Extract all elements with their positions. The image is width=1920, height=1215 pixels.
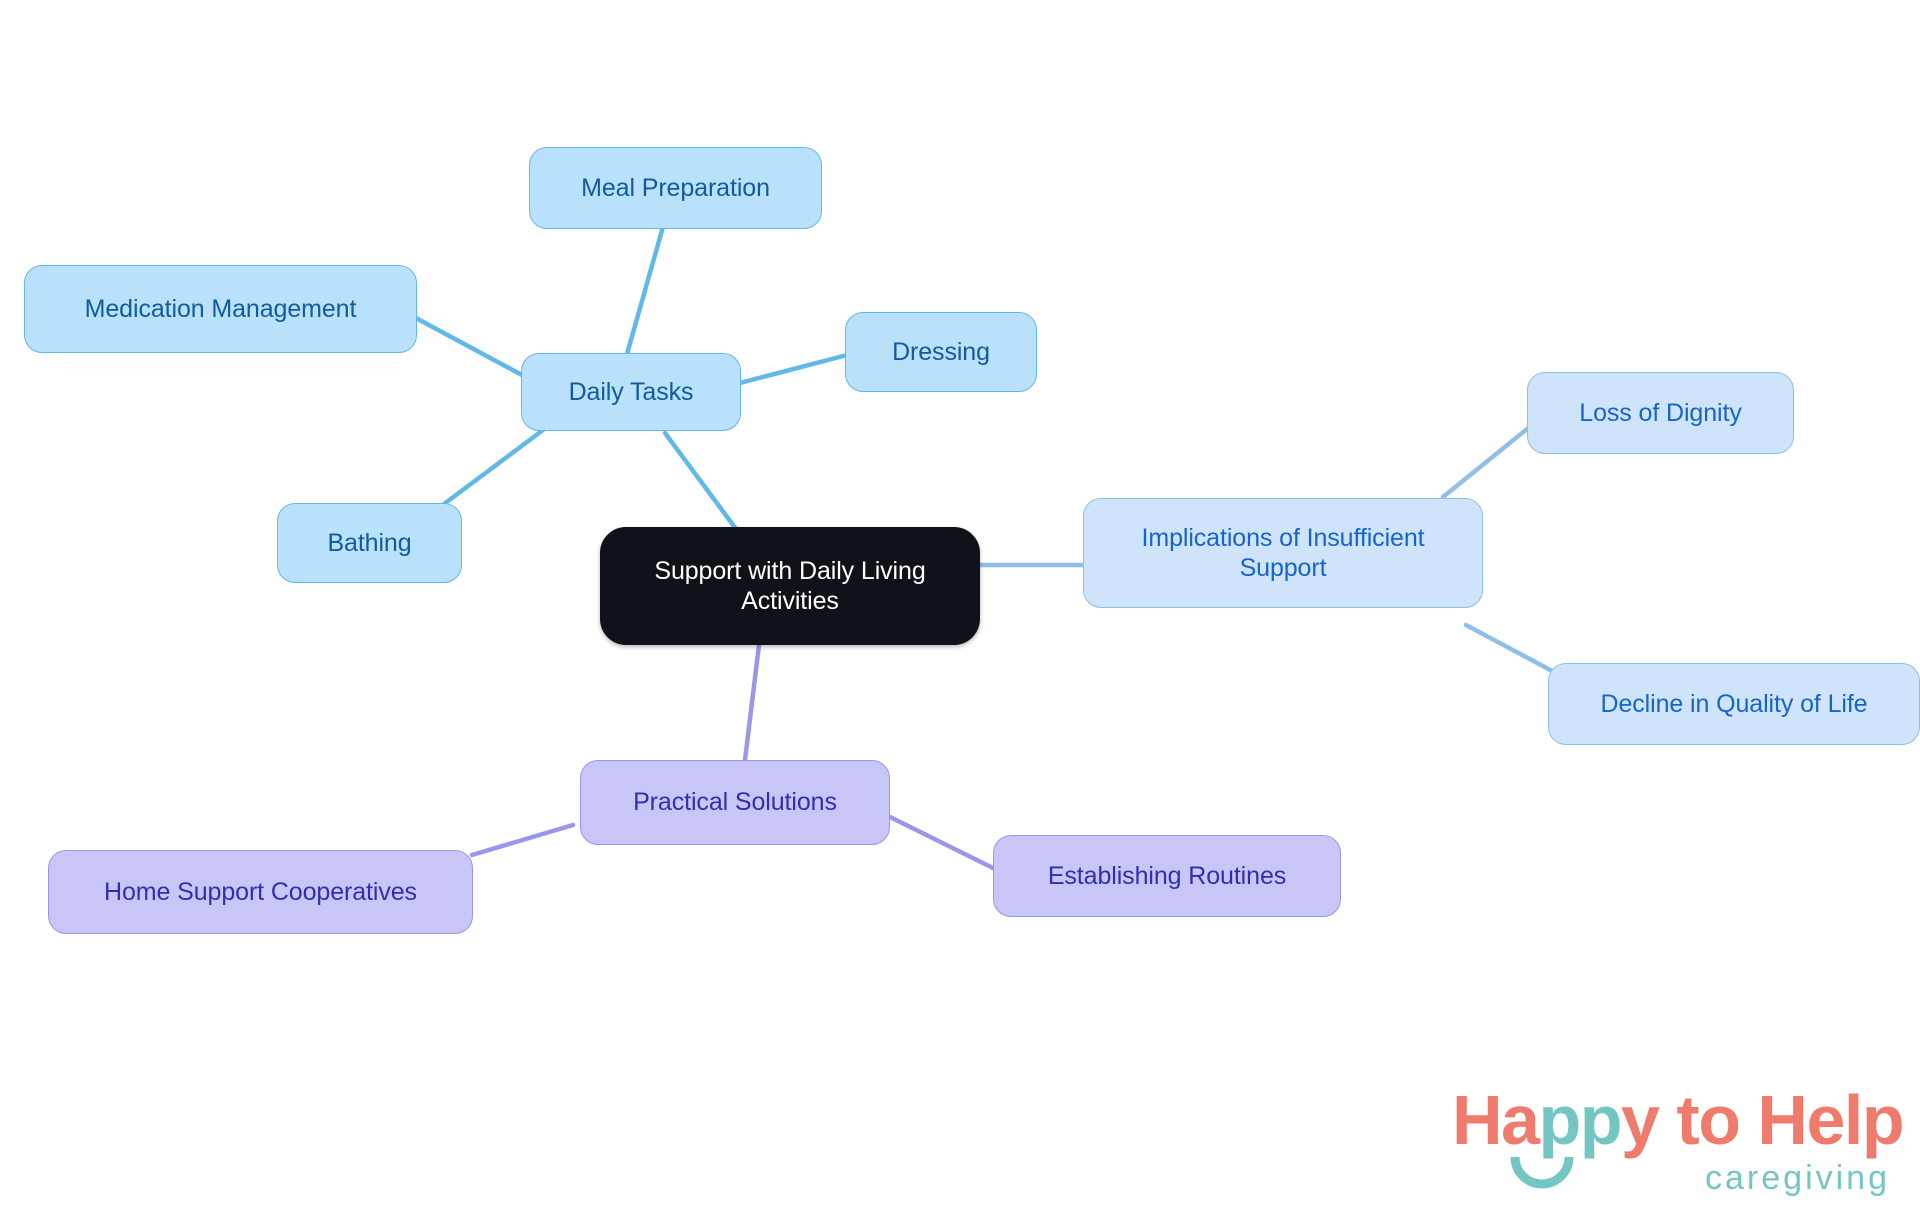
node-root[interactable]: Support with Daily Living Activities xyxy=(600,527,980,645)
node-bathing[interactable]: Bathing xyxy=(277,503,462,583)
node-home-support-cooperatives[interactable]: Home Support Cooperatives xyxy=(48,850,473,934)
node-implications-of-insufficient-support[interactable]: Implications of Insufficient Support xyxy=(1083,498,1483,608)
logo-part-ha: Ha xyxy=(1452,1081,1540,1159)
brand-logo: Happy to Help caregiving xyxy=(1452,1085,1905,1197)
node-medication-management[interactable]: Medication Management xyxy=(24,265,417,353)
node-establishing-routines[interactable]: Establishing Routines xyxy=(993,835,1341,917)
edge-daily-tasks-to-medication-management xyxy=(411,314,525,378)
logo-subtitle: caregiving xyxy=(1705,1159,1890,1197)
node-loss-of-dignity[interactable]: Loss of Dignity xyxy=(1527,372,1794,454)
logo-part-y: y xyxy=(1621,1081,1660,1159)
edge-root-to-daily-tasks xyxy=(662,430,742,536)
logo-part-tohelp: to Help xyxy=(1676,1081,1904,1159)
edge-daily-tasks-to-bathing xyxy=(437,427,546,510)
edge-daily-tasks-to-dressing xyxy=(737,352,850,386)
logo-smile-icon xyxy=(1510,1156,1574,1189)
logo-part-to-help xyxy=(1658,1081,1676,1159)
edge-implications-to-decline-quality xyxy=(1463,622,1557,675)
edge-practical-to-home-support xyxy=(469,822,576,858)
logo-wordmark: Happy to Help xyxy=(1452,1085,1905,1155)
edge-root-to-practical-solutions xyxy=(742,642,762,763)
edge-practical-to-establishing-routines xyxy=(887,814,996,871)
node-daily-tasks[interactable]: Daily Tasks xyxy=(521,353,741,431)
node-decline-in-quality-of-life[interactable]: Decline in Quality of Life xyxy=(1548,663,1920,745)
node-practical-solutions[interactable]: Practical Solutions xyxy=(580,760,890,845)
logo-part-pp: pp xyxy=(1538,1081,1622,1159)
node-meal-preparation[interactable]: Meal Preparation xyxy=(529,147,822,229)
edge-implications-to-loss-of-dignity xyxy=(1440,422,1535,500)
node-dressing[interactable]: Dressing xyxy=(845,312,1037,392)
